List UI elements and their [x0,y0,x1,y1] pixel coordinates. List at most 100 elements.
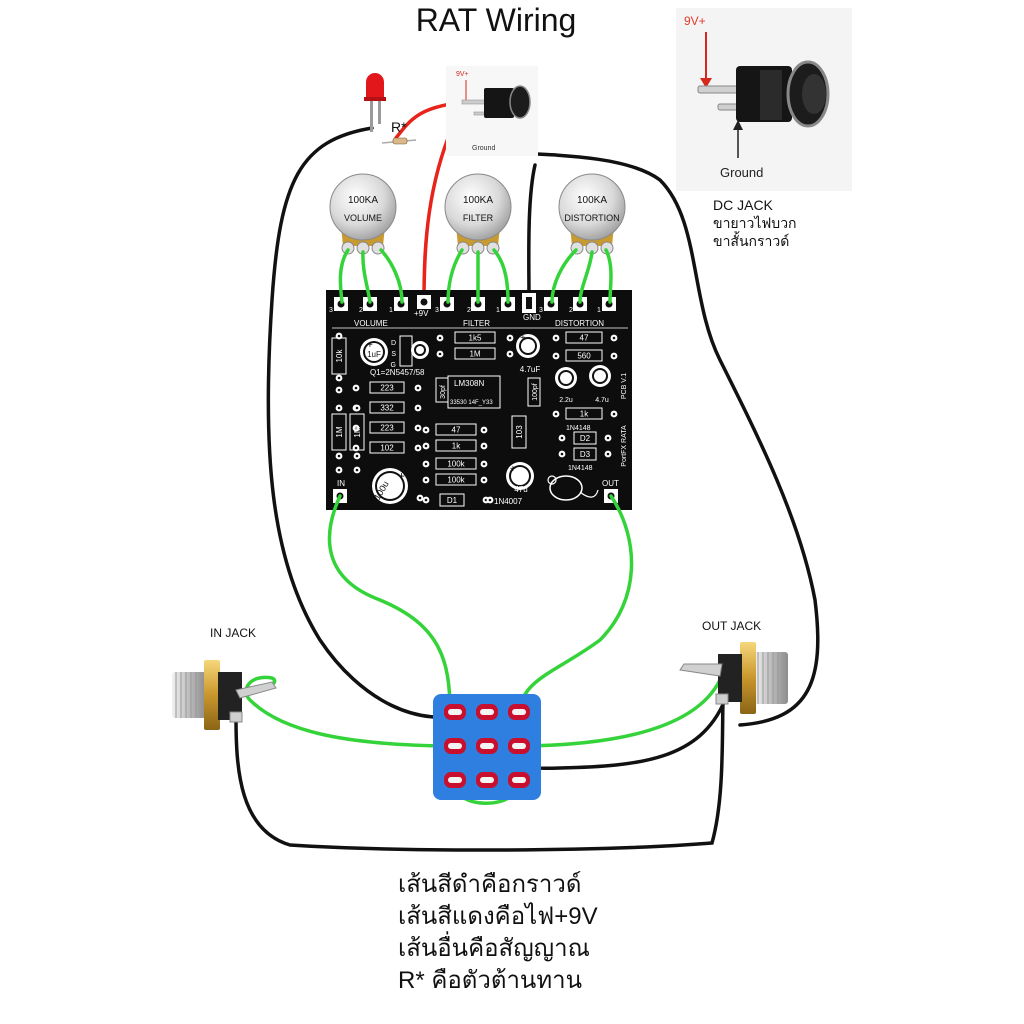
section-label-filter: FILTER [463,319,490,328]
svg-text:+: + [510,464,516,475]
out-jack [679,642,788,714]
film-cap-2-label: 223 [380,424,394,433]
resistor-1k-right-label: 1k [580,410,589,419]
ground-wire-dc-jack [468,148,820,727]
resistor-100k-b-label: 100k [447,476,465,485]
diode-d1-label: D1 [447,496,458,505]
note-ground: เส้นสีดำคือกราวด์ [398,870,581,898]
signal-wire-in-jack [238,675,452,748]
dc-jack-caption-title: DC JACK [713,197,774,213]
small-jack-ground-label: Ground [472,145,495,152]
page-title: RAT Wiring [416,2,577,38]
signal-wire-vol-1 [379,248,404,304]
pot-value-label: 100KA [348,195,378,206]
fet-pin-label-2: G [391,362,396,369]
fet-pin-label-1: S [391,351,396,358]
pot-distortion[interactable]: 100KA DISTORTION [558,173,626,255]
film-cap-1: 332 [369,401,405,414]
ground-wire-bottom [234,698,725,852]
diode-d3: D3 [573,447,597,461]
section-label-distortion: DISTORTION [555,319,604,328]
pad-num-vol-1: 2 [359,307,363,314]
ground-wire-pcb [527,163,537,302]
fet-pin-label-0: D [391,340,396,347]
pad-num-filter-1: 2 [467,307,471,314]
pad-num-filter-2: 1 [496,307,500,314]
resistor-1m-b: 1M [349,413,365,451]
cap-1uf-label: 1uF [367,350,381,359]
dc-jack-ground-label: Ground [720,165,763,180]
diode-d1: D1 [439,493,465,507]
note-power: เส้นสีแดงคือไฟ+9V [398,902,598,930]
cap-100pf-label: 100pf [532,383,539,401]
resistor-560: 560 [565,349,603,362]
pad-num-filter-0: 3 [435,307,439,314]
pad-num-vol-0: 3 [329,307,333,314]
signal-wire-dist-3 [550,248,578,304]
resistor-1k5: 1k5 [454,331,496,344]
led [364,73,386,132]
ic-label: LM308N [454,379,484,388]
ground-wire-led [266,126,472,719]
cap-4u7f [516,334,540,358]
positive-arrowhead [700,78,712,88]
in-jack [172,660,277,730]
cap-30pf: 30pf [435,377,449,403]
pot-name-label: DISTORTION [564,213,619,223]
resistor [381,137,417,145]
out-jack-label: OUT JACK [702,619,761,633]
diode-1n4007-label: 1N4007 [494,497,523,506]
signal-wires [238,248,722,805]
cap-2u2-label: 2.2u [559,397,573,404]
resistor-10k-label: 10k [335,349,344,363]
in-jack-label: IN JACK [210,626,256,640]
signal-wire-dist-2 [578,250,594,304]
cap-1uf [360,338,388,366]
footswitch-3pdt [433,694,541,800]
pad-label-9v: +9V [414,309,429,318]
resistor-1m: 1M [454,347,496,360]
resistor-47-label: 47 [580,334,589,343]
pot-body [558,173,626,241]
signal-wire-out-jack [518,678,722,748]
rat-logo-icon [549,475,583,501]
dc-jack-caption-ground: ขาสั้นกราวด์ [713,231,789,249]
small-jack-positive-label: 9V+ [456,71,469,78]
signal-wire-dist-1 [604,248,613,304]
pot-name-label: VOLUME [344,213,382,223]
resistor-1k5-label: 1k5 [469,334,482,343]
cap-100pf: 100pf [527,377,541,407]
film-cap-0: 223 [369,381,405,394]
resistor-100k-a: 100k [435,457,477,470]
pcb-brand-label: PortFX RATA [621,425,628,467]
resistor-1m-a-label: 1M [335,426,344,437]
pot-value-label: 100KA [463,195,493,206]
cap-47u-label: 47u [514,485,527,494]
cap-4u7 [589,365,611,387]
film-cap-0-label: 223 [380,384,394,393]
pot-value-label: 100KA [577,195,607,206]
q1-label: Q1=2N5457/58 [370,368,425,377]
signal-wire-vol-3 [338,248,350,304]
resistor-1m-b-label: 1M [353,426,362,437]
small-dc-jack: 9V+ Ground [446,66,538,156]
diode-d2: D2 [573,431,597,445]
footswitch-lugs [444,704,530,788]
pad-num-dist-0: 3 [539,307,543,314]
svg-text:+: + [398,469,405,483]
diode-d3-label: D3 [580,450,591,459]
signal-wire-out [518,494,634,714]
dc-jack-caption-positive: ขายาวไฟบวก [713,215,797,231]
cap-4u7-label: 4.7u [595,397,609,404]
pot-lug [341,241,355,255]
resistor-47b-label: 47 [452,426,461,435]
svg-text:+: + [367,340,373,351]
pad-num-dist-2: 1 [597,307,601,314]
resistor-1k-right: 1k [565,407,603,420]
signal-wire-in [327,494,452,714]
pcb-board [326,290,632,510]
pot-volume[interactable]: 100KA VOLUME [329,173,397,255]
